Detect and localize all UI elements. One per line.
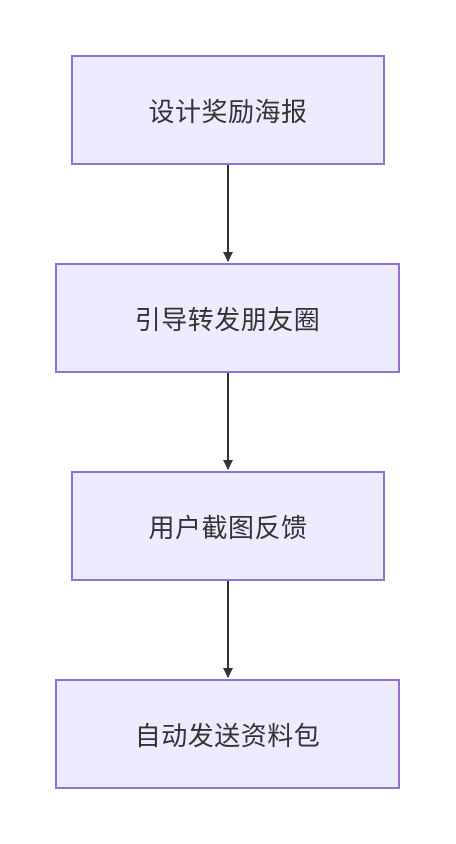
flow-node-label: 用户截图反馈 xyxy=(148,513,308,544)
flow-node-user-screenshot: 用户截图反馈 xyxy=(71,471,385,581)
flow-node-label: 自动发送资料包 xyxy=(134,721,321,752)
flow-node-label: 引导转发朋友圈 xyxy=(134,305,321,336)
flow-node-guide-share: 引导转发朋友圈 xyxy=(55,263,400,373)
flow-node-send-package: 自动发送资料包 xyxy=(55,679,400,789)
flow-node-design-poster: 设计奖励海报 xyxy=(71,55,385,165)
flow-node-label: 设计奖励海报 xyxy=(148,97,308,128)
